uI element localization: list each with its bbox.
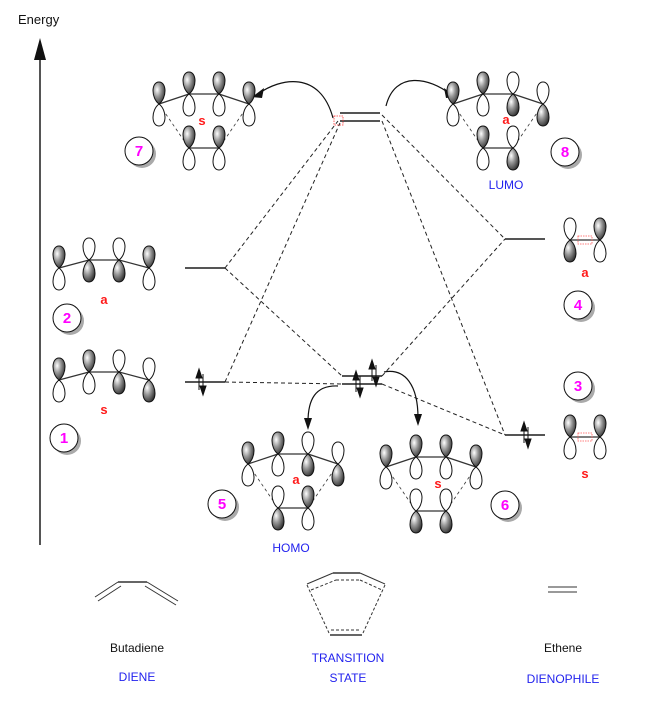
homo-label: HOMO [272, 541, 309, 555]
orbital-2-p3 [112, 237, 126, 283]
orbital-1-p1 [52, 357, 66, 403]
orbital-badge-5: 5 [207, 489, 239, 521]
correlation-lines [224, 114, 506, 436]
lumo-label: LUMO [489, 178, 524, 192]
orbital-7-tp4 [242, 81, 256, 127]
arrow-to-7 [257, 81, 334, 119]
orbital-4-p1 [563, 217, 577, 263]
electron-pairs [195, 358, 532, 450]
orbital-8-tp3 [506, 71, 520, 117]
orbital-number: 8 [561, 144, 569, 161]
orbital-1-p2 [82, 349, 96, 395]
arrow-to-6 [383, 370, 419, 419]
curved-arrows [257, 79, 451, 423]
orbital-number: 4 [574, 297, 583, 314]
orbital-1-p4 [142, 357, 156, 403]
orbital-8-tp2 [476, 71, 490, 117]
orbital-5-tp1 [241, 441, 255, 487]
orbital-5-bp2 [301, 485, 315, 531]
electron-pair-6 [368, 358, 380, 388]
diene-label: DIENE [119, 670, 156, 684]
symmetry-label-6: s [434, 476, 441, 491]
arrow-to-5 [307, 385, 339, 423]
transition-label-line1: TRANSITION [312, 651, 385, 665]
orbital-6-tp4 [469, 444, 483, 490]
orbital-pictures [52, 71, 607, 534]
ts-marker [333, 115, 344, 126]
orbital-2-p2 [82, 237, 96, 283]
arrow-to-8 [385, 79, 451, 107]
orbital-number-badges: 1 2 3 4 5 6 7 8 [49, 136, 595, 522]
orbital-badge-4: 4 [563, 290, 595, 322]
orbital-5-bp1 [271, 485, 285, 531]
transition-state-structure [306, 572, 386, 636]
butadiene-label: Butadiene [110, 641, 164, 655]
orbital-2-p4 [142, 245, 156, 291]
orbital-badge-8: 8 [550, 137, 582, 169]
orbital-6-tp1 [379, 444, 393, 490]
orbital-6-bp1 [409, 488, 423, 534]
orbital-8-bp2 [506, 125, 520, 171]
orbital-7-bp1 [182, 125, 196, 171]
orbital-8-tp1 [446, 81, 460, 127]
transition-label-line2: STATE [330, 671, 367, 685]
orbital-number: 2 [63, 310, 71, 327]
orbital-5-tp3 [301, 431, 315, 477]
energy-levels [185, 112, 545, 436]
orbital-badge-2: 2 [52, 303, 84, 335]
orbital-2-p1 [52, 245, 66, 291]
symmetry-label-1: s [100, 402, 107, 417]
ethene-structure [548, 586, 577, 593]
orbital-6-tp2 [409, 434, 423, 480]
electron-pair-5 [352, 369, 364, 399]
orbital-badge-7: 7 [124, 136, 156, 168]
orbital-3-p2 [593, 414, 607, 460]
orbital-number: 7 [135, 143, 143, 160]
orbital-8-bp1 [476, 125, 490, 171]
symmetry-label-8: a [502, 112, 510, 127]
orbital-7-tp2 [182, 71, 196, 117]
electron-pair-1 [195, 367, 207, 397]
orbital-4-p2 [593, 217, 607, 263]
orbital-7-tp3 [212, 71, 226, 117]
orbital-7-tp1 [152, 81, 166, 127]
orbital-badge-6: 6 [490, 490, 522, 522]
orbital-6-bp2 [439, 488, 453, 534]
orbital-number: 5 [218, 496, 226, 513]
orbital-badge-1: 1 [49, 423, 81, 455]
ethene-label: Ethene [544, 641, 582, 655]
symmetry-label-3: s [581, 466, 588, 481]
orbital-6-tp3 [439, 434, 453, 480]
energy-axis-arrow-icon [34, 38, 46, 60]
dienophile-label: DIENOPHILE [527, 672, 600, 686]
butadiene-structure [94, 581, 179, 606]
orbital-number: 3 [574, 378, 582, 395]
orbital-7-bp2 [212, 125, 226, 171]
orbital-5-tp4 [331, 441, 345, 487]
orbital-8-tp4 [536, 81, 550, 127]
orbital-3-p1 [563, 414, 577, 460]
orbital-badge-3: 3 [563, 371, 595, 403]
orbital-1-p3 [112, 349, 126, 395]
symmetry-label-4: a [581, 265, 589, 280]
symmetry-label-7: s [198, 113, 205, 128]
orbital-5-tp2 [271, 431, 285, 477]
electron-pair-3 [520, 420, 532, 450]
energy-axis-label: Energy [18, 12, 60, 27]
symmetry-label-2: a [100, 292, 108, 307]
symmetry-label-5: a [292, 472, 300, 487]
orbital-number: 1 [60, 430, 68, 447]
orbital-number: 6 [501, 497, 509, 514]
